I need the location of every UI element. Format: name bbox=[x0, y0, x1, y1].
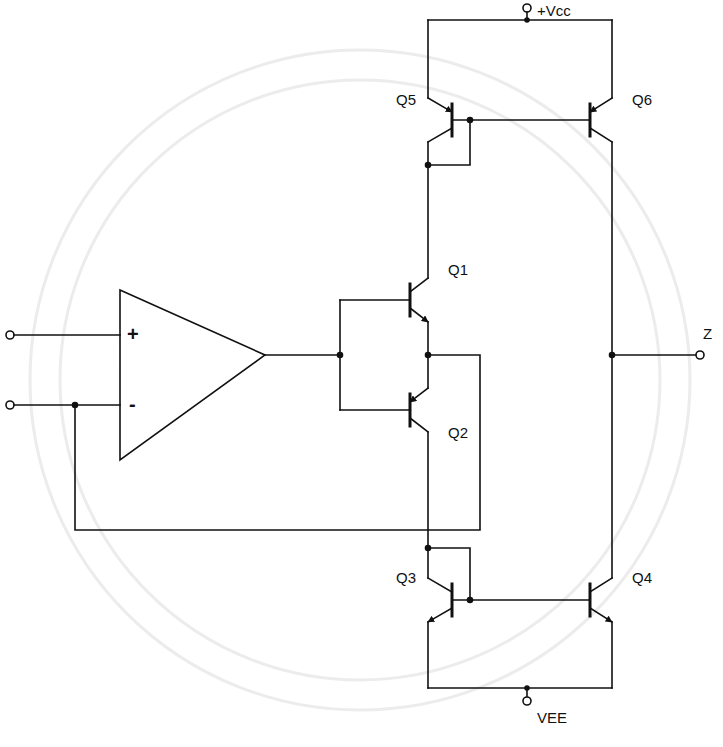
supply-label: +Vcc bbox=[537, 3, 571, 18]
pin-sign: + bbox=[127, 324, 139, 344]
npn-transistor bbox=[426, 546, 473, 689]
pnp-transistor bbox=[426, 20, 473, 278]
vee-rail bbox=[428, 686, 612, 705]
npn-transistor bbox=[340, 278, 428, 388]
part-name: Q5 bbox=[396, 92, 416, 107]
npn-transistor bbox=[590, 578, 612, 688]
part-name: Q4 bbox=[632, 570, 652, 585]
base-wire bbox=[452, 119, 590, 121]
part-name: Q2 bbox=[448, 425, 468, 440]
watermark bbox=[30, 50, 690, 710]
pnp-transistor bbox=[340, 388, 428, 578]
part-name: Q1 bbox=[448, 262, 468, 277]
pnp-transistor bbox=[590, 20, 612, 578]
output-terminal bbox=[610, 351, 705, 359]
part-name: Q6 bbox=[632, 92, 652, 107]
base-wire bbox=[452, 599, 590, 601]
pin-sign: - bbox=[129, 394, 136, 414]
op-amp bbox=[6, 290, 343, 460]
part-name: Q3 bbox=[396, 570, 416, 585]
supply-label: VEE bbox=[537, 710, 567, 725]
feedback-wire bbox=[73, 353, 481, 531]
vcc-rail bbox=[428, 4, 612, 22]
terminal-label: Z bbox=[703, 326, 712, 341]
